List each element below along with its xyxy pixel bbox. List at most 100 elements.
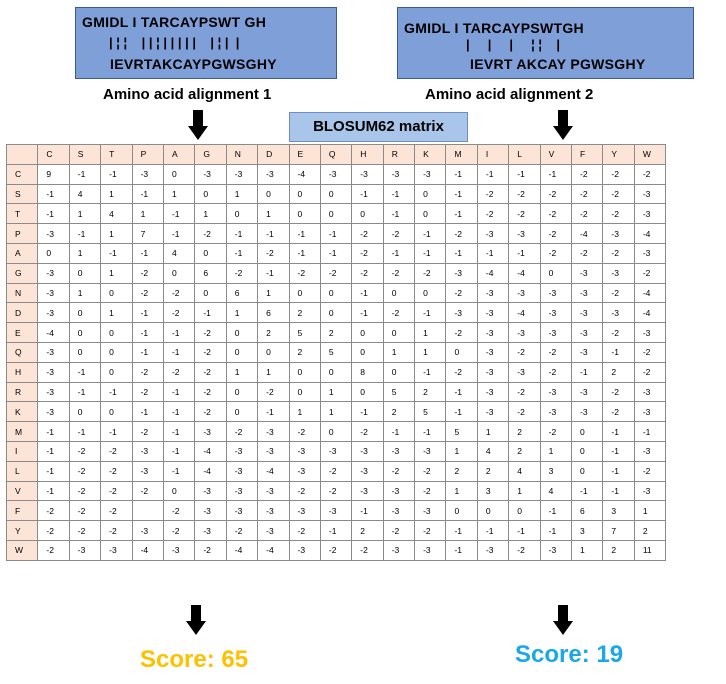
matrix-cell: -3 (257, 480, 290, 502)
matrix-cell: -1 (351, 282, 384, 304)
matrix-column-header: S (68, 144, 102, 165)
matrix-cell: -3 (131, 520, 164, 541)
matrix-cell: 2 (382, 401, 416, 423)
matrix-cell: -3 (602, 223, 635, 244)
matrix-cell: -2 (162, 520, 196, 541)
matrix-cell: 1 (100, 183, 133, 205)
matrix-cell: -1 (508, 520, 541, 541)
matrix-row-header: G (5, 262, 39, 284)
matrix-column-header: Q (319, 144, 353, 165)
matrix-cell: 0 (351, 203, 384, 225)
matrix-column-header: G (194, 144, 227, 165)
matrix-cell: 6 (194, 262, 227, 284)
matrix-cell: -3 (37, 223, 70, 244)
matrix-cell: -4 (476, 262, 510, 284)
matrix-cell: -4 (194, 460, 227, 482)
matrix-cell: -2 (194, 539, 227, 561)
matrix-cell: -3 (571, 401, 604, 423)
matrix-cell: -2 (508, 341, 541, 363)
matrix-cell: 5 (288, 322, 321, 343)
matrix-cell: -1 (319, 223, 353, 244)
matrix-column-header: D (257, 144, 290, 165)
matrix-cell: -2 (539, 223, 573, 244)
matrix-cell: -2 (508, 183, 541, 205)
matrix-cell: -3 (476, 302, 510, 324)
matrix-cell: -3 (257, 163, 290, 185)
matrix-column-header: E (288, 144, 321, 165)
matrix-cell: -1 (445, 381, 478, 403)
matrix-cell: -2 (194, 381, 227, 403)
matrix-cell: -1 (351, 302, 384, 324)
matrix-cell: 5 (414, 401, 447, 423)
matrix-cell: 1 (257, 203, 290, 225)
matrix-cell: 0 (445, 341, 478, 363)
matrix-cell: -3 (476, 223, 510, 244)
matrix-cell: 0 (225, 322, 259, 343)
matrix-cell: 0 (225, 203, 259, 225)
matrix-column-header: F (571, 144, 604, 165)
matrix-cell: -1 (162, 421, 196, 442)
matrix-row-header: F (5, 500, 39, 522)
matrix-cell: -3 (633, 440, 667, 462)
matrix-cell: 0 (571, 460, 604, 482)
matrix-cell: -2 (602, 183, 635, 205)
matrix-cell: -1 (68, 381, 102, 403)
matrix-cell: -3 (508, 282, 541, 304)
matrix-cell: 0 (414, 203, 447, 225)
alignment-2-match-marks: | | | ¦ ¦ | (466, 37, 561, 52)
matrix-cell: -2 (131, 282, 164, 304)
matrix-cell: 3 (539, 460, 573, 482)
matrix-cell: -3 (476, 539, 510, 561)
matrix-cell: -3 (194, 520, 227, 541)
matrix-cell: 4 (68, 183, 102, 205)
matrix-cell: -1 (382, 183, 416, 205)
matrix-cell: -3 (194, 421, 227, 442)
matrix-cell: 2 (257, 322, 290, 343)
matrix-cell: -2 (194, 322, 227, 343)
matrix-row-header: M (5, 421, 39, 442)
matrix-cell: -2 (131, 381, 164, 403)
matrix-row-header: W (5, 539, 39, 561)
matrix-cell: 0 (162, 262, 196, 284)
matrix-cell: -2 (382, 460, 416, 482)
matrix-cell: -1 (225, 242, 259, 264)
matrix-cell: 5 (445, 421, 478, 442)
matrix-cell: -3 (508, 361, 541, 383)
matrix-cell: -1 (445, 183, 478, 205)
matrix-cell: 0 (288, 282, 321, 304)
matrix-cell: -2 (414, 520, 447, 541)
matrix-cell: -1 (445, 520, 478, 541)
matrix-cell: -1 (351, 500, 384, 522)
matrix-cell: 0 (194, 282, 227, 304)
matrix-cell: -3 (633, 242, 667, 264)
matrix-cell: -2 (633, 361, 667, 383)
matrix-cell: 0 (319, 302, 353, 324)
matrix-cell: -3 (162, 539, 196, 561)
matrix-cell: -2 (382, 262, 416, 284)
matrix-cell: 1 (225, 183, 259, 205)
matrix-cell: -3 (351, 460, 384, 482)
matrix-cell: 5 (319, 341, 353, 363)
matrix-cell: -2 (68, 500, 102, 522)
alignment-1-top-sequence: GMIDL I TARCAYPSWT GH (82, 14, 267, 30)
matrix-cell: -1 (131, 242, 164, 264)
matrix-cell: 2 (633, 520, 667, 541)
matrix-cell: -3 (571, 341, 604, 363)
matrix-column-header: P (131, 144, 164, 165)
matrix-cell: -2 (351, 223, 384, 244)
matrix-cell: -1 (194, 302, 227, 324)
alignment-2-bottom-sequence: IEVRT AKCAY PGWSGHY (470, 56, 646, 72)
matrix-cell: 0 (68, 341, 102, 363)
matrix-cell: -2 (351, 539, 384, 561)
matrix-cell: -1 (100, 381, 133, 403)
matrix-cell: 11 (633, 539, 667, 561)
matrix-cell: 0 (445, 500, 478, 522)
matrix-cell: -1 (131, 183, 164, 205)
matrix-cell: -4 (225, 539, 259, 561)
matrix-cell: -3 (633, 203, 667, 225)
matrix-cell: -3 (319, 163, 353, 185)
matrix-cell: -3 (382, 440, 416, 462)
matrix-column-header: T (100, 144, 133, 165)
matrix-cell: -1 (162, 341, 196, 363)
matrix-cell: -2 (414, 480, 447, 502)
